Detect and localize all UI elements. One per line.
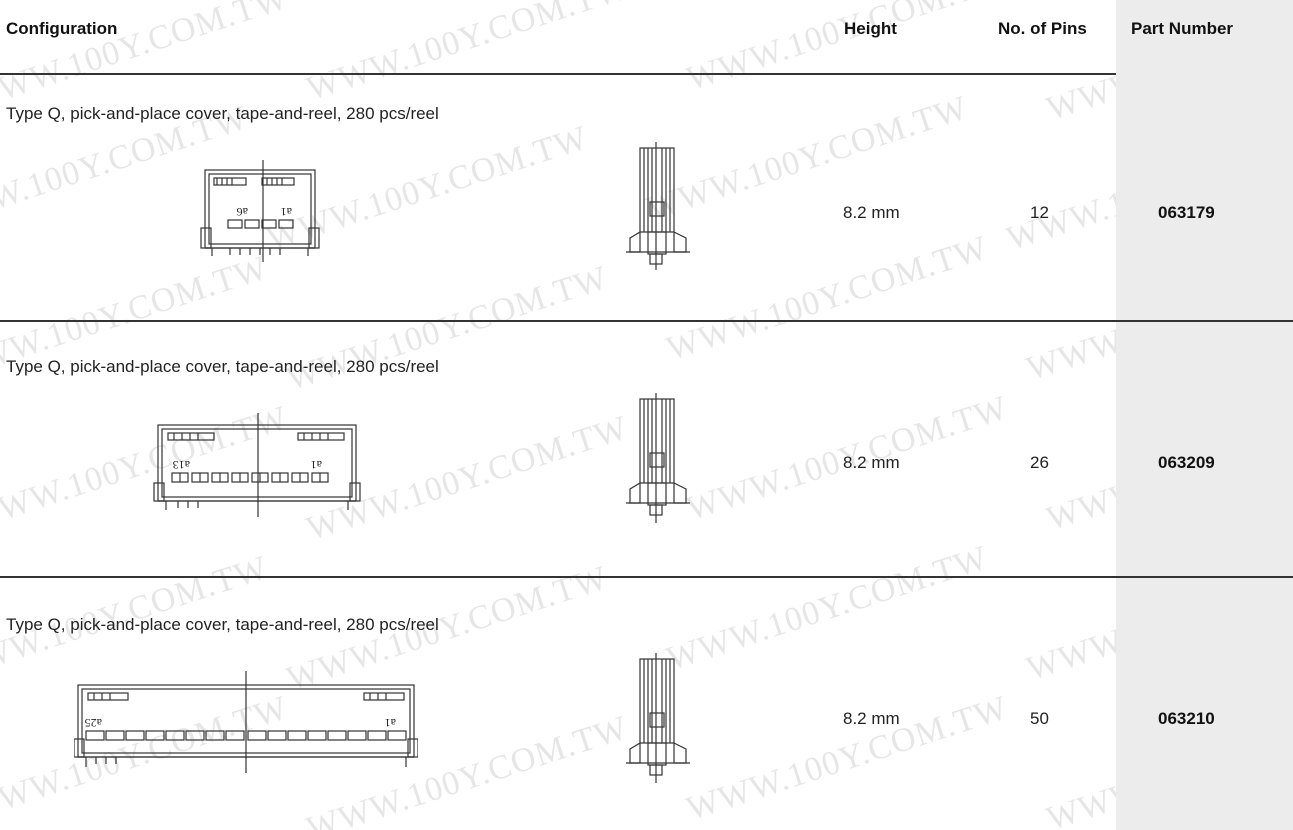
front-label-left: a13 (173, 458, 190, 472)
row-height: 8.2 mm (843, 203, 900, 222)
table-row: Type Q, pick-and-place cover, tape-and-r… (0, 577, 1293, 830)
front-label-right: a1 (385, 716, 396, 730)
row-rule (0, 320, 1293, 322)
row-part-number: 063210 (1158, 709, 1215, 728)
table-row: Type Q, pick-and-place cover, tape-and-r… (0, 74, 1293, 322)
connector-side-drawing (622, 142, 694, 272)
front-label-right: a1 (281, 205, 292, 219)
header-height: Height (844, 19, 897, 38)
row-description: Type Q, pick-and-place cover, tape-and-r… (6, 357, 439, 376)
row-pins: 26 (1030, 453, 1049, 472)
connector-front-drawing: a6 a1 (200, 160, 320, 270)
row-pins: 12 (1030, 203, 1049, 222)
row-part-number: 063179 (1158, 203, 1215, 222)
connector-side-drawing (622, 393, 694, 525)
row-description: Type Q, pick-and-place cover, tape-and-r… (6, 104, 439, 123)
header-part-number: Part Number (1131, 19, 1234, 38)
header-configuration: Configuration (6, 19, 118, 38)
table-row: Type Q, pick-and-place cover, tape-and-r… (0, 321, 1293, 577)
row-height: 8.2 mm (843, 709, 900, 728)
front-label-left: a25 (85, 716, 102, 730)
connector-front-drawing: a25 a1 (74, 671, 418, 781)
row-part-number: 063209 (1158, 453, 1215, 472)
row-height: 8.2 mm (843, 453, 900, 472)
part-number-column-background (1116, 0, 1293, 830)
row-pins: 50 (1030, 709, 1049, 728)
connector-front-drawing: a13 a1 (152, 413, 362, 525)
front-label-left: a6 (237, 205, 248, 219)
header-pins: No. of Pins (998, 19, 1087, 38)
header-rule (0, 73, 1116, 75)
connector-side-drawing (622, 653, 694, 785)
table-header: Configuration Height No. of Pins Part Nu… (0, 0, 1293, 74)
front-label-right: a1 (311, 458, 322, 472)
row-description: Type Q, pick-and-place cover, tape-and-r… (6, 615, 439, 634)
row-rule (0, 576, 1293, 578)
